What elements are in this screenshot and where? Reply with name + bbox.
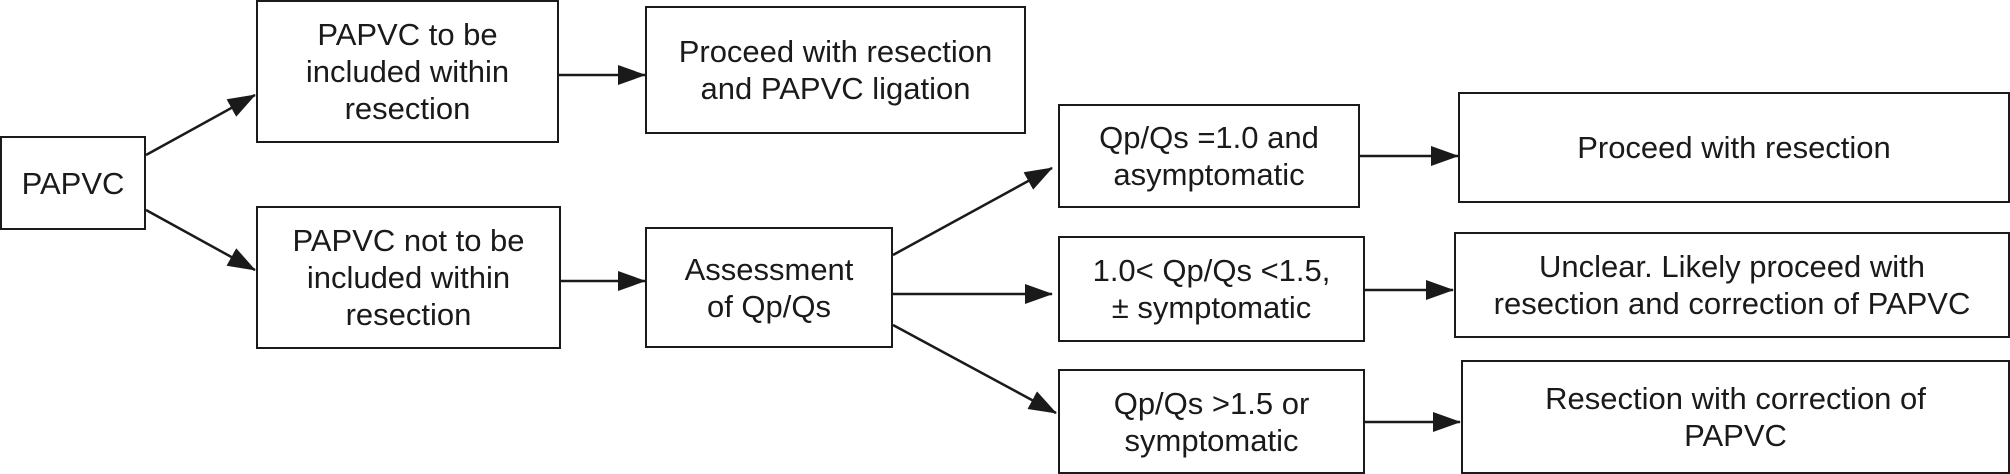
- node-outcome-resection: Proceed with resection: [1458, 92, 2010, 203]
- node-text-line: asymptomatic: [1113, 157, 1305, 192]
- node-papvc: PAPVC: [0, 136, 146, 230]
- node-resection-ligation: Proceed with resection and PAPVC ligatio…: [645, 6, 1026, 134]
- node-qpqs-low-text: Qp/Qs =1.0 and asymptomatic: [1099, 119, 1319, 193]
- node-text-line: resection: [344, 91, 471, 126]
- node-outcome-unclear: Unclear. Likely proceed with resection a…: [1454, 232, 2010, 338]
- node-outcome-resection-text: Proceed with resection: [1577, 129, 1891, 166]
- arrow-assessment-to-qpqs-high: [892, 323, 1057, 415]
- node-text-line: Resection with correction of: [1545, 381, 1926, 416]
- node-qpqs-high-text: Qp/Qs >1.5 or symptomatic: [1114, 385, 1310, 459]
- node-text-line: resection: [345, 297, 472, 332]
- node-papvc-not-included-text: PAPVC not to be included within resectio…: [292, 222, 524, 333]
- node-qpqs-mid: 1.0< Qp/Qs <1.5, ± symptomatic: [1058, 236, 1365, 342]
- node-assessment: Assessment of Qp/Qs: [645, 227, 893, 348]
- node-text-line: PAPVC: [1684, 418, 1787, 453]
- node-text-line: Qp/Qs =1.0 and: [1099, 120, 1319, 155]
- node-text-line: and PAPVC ligation: [700, 71, 971, 106]
- node-text-line: resection and correction of PAPVC: [1493, 286, 1971, 321]
- node-assessment-text: Assessment of Qp/Qs: [685, 251, 854, 325]
- node-outcome-unclear-text: Unclear. Likely proceed with resection a…: [1494, 248, 1971, 322]
- node-text-line: PAPVC not to be: [292, 223, 525, 258]
- node-outcome-correction-text: Resection with correction of PAPVC: [1545, 380, 1926, 454]
- arrow-papvc-to-not-included: [145, 208, 256, 272]
- node-papvc-not-included: PAPVC not to be included within resectio…: [256, 206, 561, 349]
- node-text-line: Unclear. Likely proceed with: [1539, 249, 1925, 284]
- node-text-line: included within: [305, 54, 510, 89]
- node-resection-ligation-text: Proceed with resection and PAPVC ligatio…: [679, 33, 993, 107]
- node-papvc-included: PAPVC to be included within resection: [256, 0, 559, 143]
- node-text-line: of Qp/Qs: [706, 288, 832, 324]
- node-text-line: Proceed with resection: [1577, 130, 1891, 165]
- node-text-line: Qp/Qs >1.5 or: [1113, 385, 1310, 421]
- arrow-papvc-to-included: [145, 93, 256, 157]
- node-text-line: PAPVC to be: [317, 17, 498, 52]
- arrow-assessment-to-qpqs-low: [892, 166, 1053, 257]
- node-qpqs-high: Qp/Qs >1.5 or symptomatic: [1058, 369, 1365, 474]
- node-text-line: PAPVC: [21, 165, 125, 201]
- node-text-line: 1.0< Qp/Qs <1.5,: [1092, 253, 1331, 288]
- node-text-line: symptomatic: [1124, 422, 1299, 458]
- node-papvc-text: PAPVC: [22, 165, 125, 202]
- node-text-line: ± symptomatic: [1111, 290, 1312, 325]
- node-text-line: included within: [306, 260, 511, 295]
- node-qpqs-low: Qp/Qs =1.0 and asymptomatic: [1058, 104, 1360, 208]
- node-qpqs-mid-text: 1.0< Qp/Qs <1.5, ± symptomatic: [1093, 252, 1331, 326]
- node-papvc-included-text: PAPVC to be included within resection: [306, 16, 509, 127]
- node-outcome-correction: Resection with correction of PAPVC: [1461, 360, 2010, 474]
- node-text-line: Assessment: [684, 251, 854, 287]
- node-text-line: Proceed with resection: [678, 34, 993, 69]
